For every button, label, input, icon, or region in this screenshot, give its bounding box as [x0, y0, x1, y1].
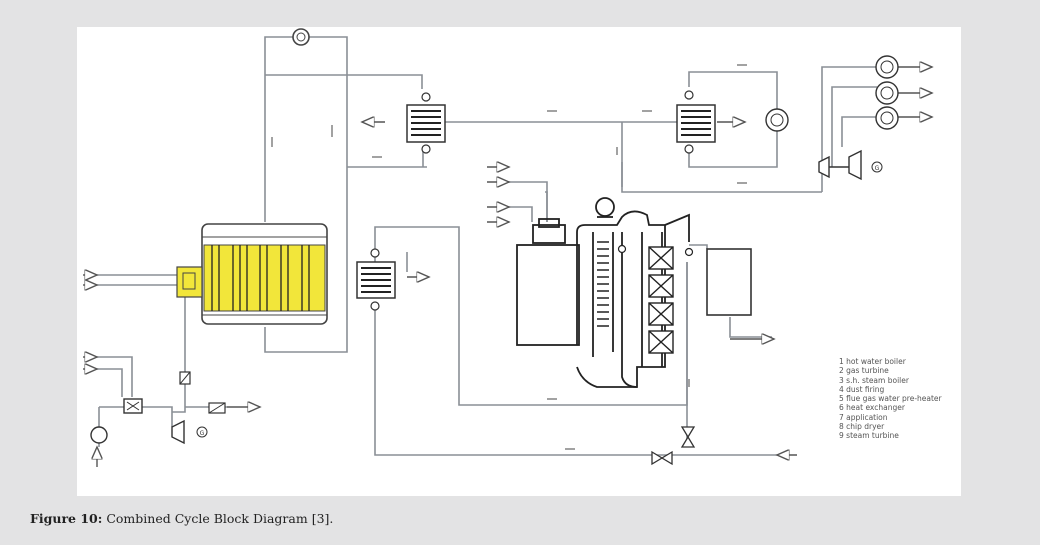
- legend-item: 7 application: [839, 412, 888, 422]
- application-box: [706, 248, 752, 316]
- hot-water-boiler: [176, 223, 328, 325]
- steam-boiler-assembly: [516, 197, 690, 388]
- legend-item: 5 flue gas water pre-heater: [839, 394, 942, 404]
- legend-item: 3 s.h. steam boiler: [839, 375, 909, 385]
- return-line-valves: [651, 426, 696, 466]
- economizer-coils: [597, 241, 609, 327]
- heat-exchanger-right: [676, 90, 789, 154]
- diagram-image: G G 1 hot water boiler: [77, 27, 961, 496]
- figure-caption-label: Figure 10:: [30, 511, 103, 526]
- figure-caption-text: Combined Cycle Block Diagram [3].: [106, 511, 334, 526]
- direction-ticks: [271, 64, 747, 450]
- legend-item: 1 hot water boiler: [839, 357, 906, 366]
- gas-turbine: G: [90, 371, 226, 445]
- diagram-legend: 1 hot water boiler 2 gas turbine 3 s.h. …: [839, 357, 942, 441]
- heat-exchanger-middle: [356, 248, 396, 311]
- combined-cycle-diagram: G G: [83, 28, 961, 467]
- generator-label: G: [875, 165, 880, 172]
- legend-item: 2 gas turbine: [839, 366, 889, 376]
- boiler-modules: [648, 246, 674, 354]
- valve-node: [684, 247, 694, 257]
- generator-label: G: [200, 430, 205, 437]
- pump-icon: [292, 28, 310, 46]
- legend-item: 8 chip dryer: [839, 422, 885, 432]
- legend-item: 6 heat exchanger: [839, 403, 905, 413]
- valve-node: [617, 244, 627, 254]
- legend-item: 4 dust firing: [839, 384, 885, 394]
- heat-exchanger-top: [406, 92, 446, 154]
- legend-item: 9 steam turbine: [839, 431, 899, 441]
- steam-turbine: G: [818, 55, 899, 181]
- figure-caption: Figure 10: Combined Cycle Block Diagram …: [30, 511, 333, 526]
